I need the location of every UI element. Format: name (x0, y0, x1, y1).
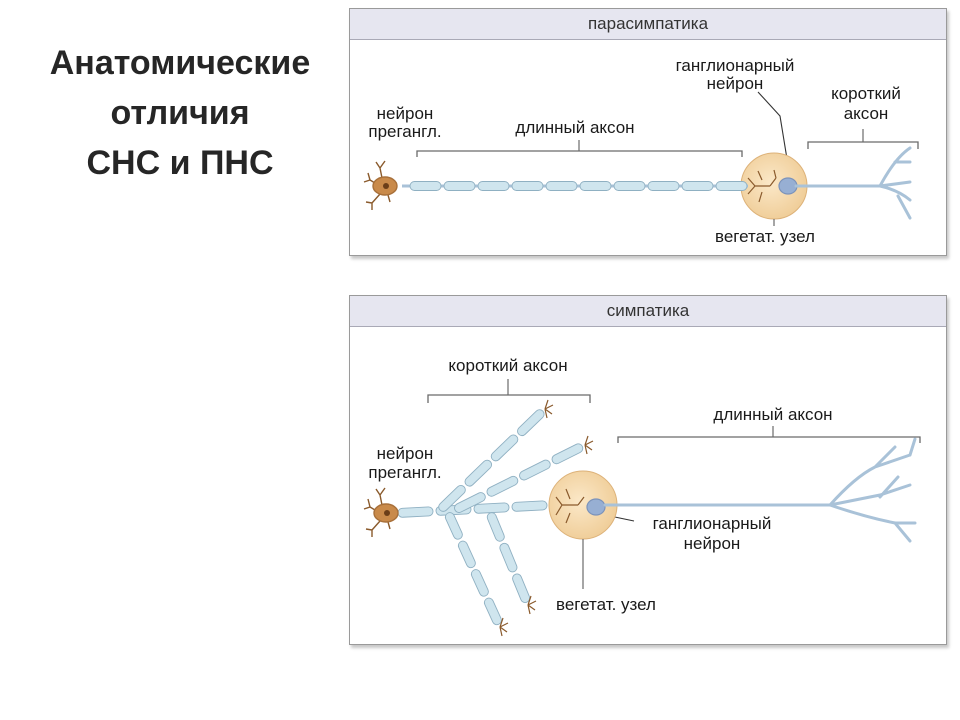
preganglionic-neuron (363, 487, 399, 537)
ganglion-label: вегетат. узел (715, 227, 815, 246)
short-axon-bracket (427, 394, 591, 403)
myelin-segment (457, 540, 476, 569)
terminal-fan (584, 435, 594, 455)
myelin-segment (490, 434, 519, 462)
myelin-segment (483, 597, 502, 626)
ganglionic-neuron (555, 488, 606, 524)
ganglionic-label-1: ганглионарный (653, 514, 772, 533)
short-axon-label: короткий аксон (448, 356, 567, 375)
terminal-fan (499, 617, 509, 637)
title-line-1: Анатомические (49, 44, 311, 82)
myelin-segment (438, 484, 466, 512)
myelin-segment (551, 443, 584, 465)
terminal-fan (544, 399, 554, 419)
myelin-segment (511, 181, 544, 191)
sympathetic-header: симпатика (350, 296, 946, 327)
ganglionic-neuron (747, 169, 798, 203)
slide-title: Анатомические отличия СНС и ПНС (20, 38, 340, 188)
myelin-segment (579, 181, 612, 191)
myelin-segment (473, 502, 510, 514)
ganglionic-label-2: нейрон (707, 74, 764, 93)
myelin-segment (470, 569, 489, 597)
myelin-segment (715, 181, 748, 191)
myelin-segment (486, 475, 519, 497)
terminal-fan (527, 595, 537, 615)
ganglionic-pointer (757, 91, 789, 166)
short-axon-label-2: аксон (844, 104, 889, 123)
branching-myelinated-axons (397, 399, 594, 637)
myelin-segment (477, 181, 510, 191)
preganglionic-label-2: прегангл. (368, 122, 441, 141)
long-axon-bracket (416, 150, 743, 157)
parasympathetic-panel: парасимпатика нейрон прегангл. длинный а… (349, 8, 947, 256)
ganglionic-label-2: нейрон (684, 534, 741, 553)
myelin-segment (519, 459, 551, 481)
short-axon-label-1: короткий (831, 84, 901, 103)
sympathetic-diagram: короткий аксон длинный аксон нейрон прег… (363, 356, 921, 637)
preganglionic-label-1: нейрон (377, 444, 434, 463)
ganglion-label: вегетат. узел (556, 595, 656, 614)
long-axon-label: длинный аксон (515, 118, 634, 137)
title-line-3: СНС и ПНС (86, 144, 274, 182)
myelin-segment (443, 181, 476, 191)
myelin-segment (454, 492, 486, 513)
preganglionic-label-1: нейрон (377, 104, 434, 123)
sympathetic-panel: симпатика короткий аксон длинный аксон н… (349, 295, 947, 645)
preganglionic-neuron (363, 160, 398, 210)
myelin-segment (397, 506, 434, 518)
preganglionic-label-2: прегангл. (368, 463, 441, 482)
parasympathetic-diagram: нейрон прегангл. длинный аксон ганглиона… (363, 56, 919, 246)
parasympathetic-header: парасимпатика (350, 9, 946, 40)
short-axon (794, 146, 912, 220)
long-axon-bracket (617, 436, 921, 443)
myelin-segment (486, 512, 505, 542)
myelin-segment (512, 573, 531, 604)
myelin-segment (409, 181, 442, 191)
myelin-segment (511, 500, 548, 512)
myelin-segment (545, 181, 578, 191)
short-axon-bracket (807, 141, 919, 149)
myelin-segment (499, 542, 518, 573)
title-line-2: отличия (110, 94, 250, 132)
myelin-segment (517, 409, 545, 437)
ganglionic-label-1: ганглионарный (676, 56, 795, 75)
myelin-segment (444, 512, 463, 540)
myelin-segment (647, 181, 680, 191)
myelin-segment (464, 459, 493, 487)
myelin-segment (613, 181, 646, 191)
long-axon (603, 437, 917, 543)
myelin-segment (681, 181, 714, 191)
long-axon-label: длинный аксон (713, 405, 832, 424)
long-myelinated-axon (402, 181, 748, 191)
